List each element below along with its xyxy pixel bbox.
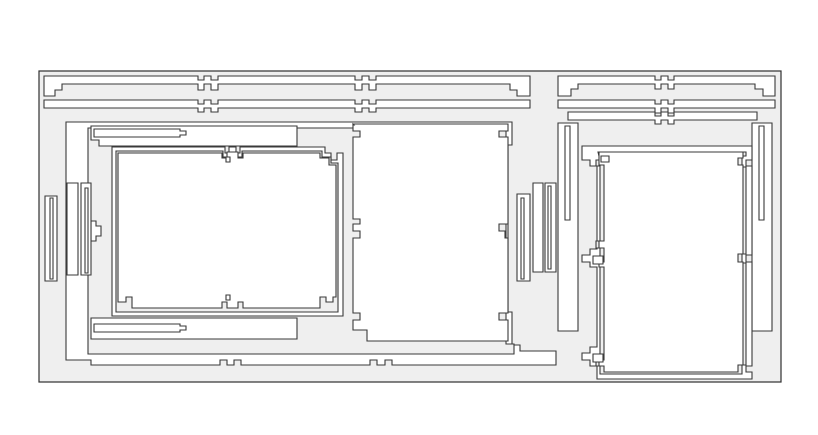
right-vertical-strip-left-slot [564,125,571,221]
right-vertical-strip-right-slot [758,125,765,221]
inner-bar-bottom [90,317,298,340]
left-panel-tab-1 [225,156,231,163]
right-panel-gap [352,122,356,126]
top-rail-strip-1 [43,75,531,97]
inner-bar-bottom-slot [93,323,187,333]
right-large-panel-plate [598,151,744,373]
right-panel-tab-1 [600,155,610,163]
inner-bar-top-slot [93,128,187,138]
left-vertical-strip-2 [66,182,79,276]
left-cross-connector [90,220,102,242]
top-rail-strip-2 [43,99,531,113]
mid-vertical-strip-2 [532,182,544,273]
right-panel-tab-2 [592,255,604,265]
right-panel-outer [352,123,509,342]
left-vertical-strip-1-slot [49,197,54,280]
left-vertical-strip-3-slot [84,187,89,274]
mid-vertical-strip-1-slot [520,197,525,280]
right-top-rail-1 [557,75,776,97]
left-panel-plate [117,151,337,309]
right-top-rail-2 [557,99,776,114]
mid-vertical-strip-3-slot [547,185,552,270]
right-vertical-strip-left [557,122,579,332]
left-panel-tab-2 [225,294,231,301]
right-top-rail-3 [567,111,758,125]
right-panel-tab-3 [592,353,604,363]
